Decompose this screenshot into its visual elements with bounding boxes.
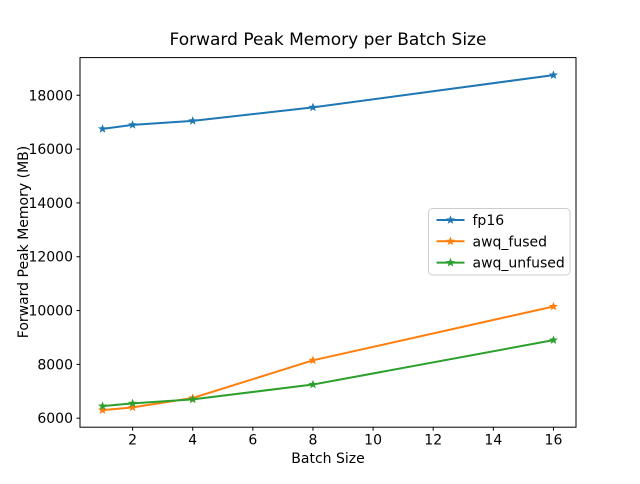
y-axis-label: Forward Peak Memory (MB) bbox=[16, 145, 32, 339]
legend-box bbox=[428, 208, 571, 276]
legend-item-awq_fused: awq_fused bbox=[436, 234, 548, 250]
x-tick-label: 6 bbox=[248, 433, 257, 449]
data-point-marker-awq_fused bbox=[97, 405, 108, 414]
x-tick-label: 16 bbox=[545, 433, 563, 449]
data-point-marker-awq_unfused bbox=[308, 379, 318, 389]
legend-label: awq_fused bbox=[473, 234, 548, 250]
legend: fp16 awq_fused awq_unfused bbox=[428, 208, 571, 276]
y-tick-label: 6000 bbox=[37, 411, 73, 427]
data-point-marker-fp16 bbox=[548, 70, 559, 79]
x-tick-label: 14 bbox=[484, 433, 502, 449]
y-tick-label: 14000 bbox=[28, 196, 73, 212]
y-tick-label: 8000 bbox=[37, 357, 73, 373]
data-point-marker-awq_fused bbox=[548, 301, 559, 311]
legend-label: awq_unfused bbox=[473, 256, 565, 272]
data-point-marker-fp16 bbox=[97, 124, 108, 133]
y-tick-label: 16000 bbox=[28, 142, 73, 158]
chart-title: Forward Peak Memory per Batch Size bbox=[169, 30, 487, 50]
data-point-marker-awq_fused bbox=[128, 402, 138, 412]
data-point-marker-awq_unfused bbox=[188, 394, 198, 404]
legend-item-awq_unfused: awq_unfused bbox=[436, 256, 565, 272]
y-tick-label: 10000 bbox=[28, 304, 73, 320]
data-point-marker-fp16 bbox=[308, 102, 318, 112]
series-line-awq_fused bbox=[101, 305, 555, 412]
series-line-awq_unfused bbox=[101, 339, 555, 408]
series-line-fp16 bbox=[101, 74, 555, 130]
legend-item-fp16: fp16 bbox=[436, 213, 505, 229]
x-tick-label: 12 bbox=[424, 433, 442, 449]
x-tick-label: 4 bbox=[188, 433, 197, 449]
data-point-marker-awq_fused bbox=[308, 355, 318, 365]
data-point-marker-awq_unfused bbox=[548, 335, 559, 345]
y-tick-label: 12000 bbox=[28, 250, 73, 266]
y-tick-label: 18000 bbox=[28, 88, 73, 104]
legend-marker-icon bbox=[445, 215, 456, 224]
data-point-marker-fp16 bbox=[128, 120, 138, 129]
x-tick-label: 2 bbox=[128, 433, 137, 449]
x-tick-label: 10 bbox=[364, 433, 382, 449]
legend-marker-icon bbox=[445, 257, 456, 267]
data-point-marker-awq_unfused bbox=[97, 401, 108, 410]
data-point-marker-fp16 bbox=[188, 116, 198, 125]
plot-border bbox=[79, 57, 577, 428]
legend-marker-icon bbox=[445, 236, 456, 246]
x-tick-label: 8 bbox=[309, 433, 318, 449]
legend-label: fp16 bbox=[473, 213, 505, 229]
x-axis-label: Batch Size bbox=[291, 451, 365, 467]
data-point-marker-awq_unfused bbox=[128, 398, 138, 408]
